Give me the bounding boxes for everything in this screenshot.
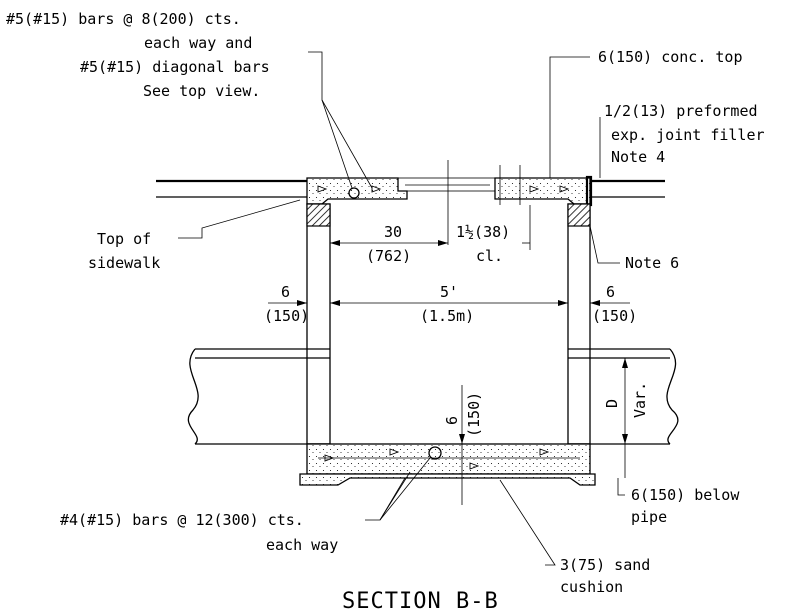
bottom-rebar-line2: each way <box>266 536 338 554</box>
top-of-sidewalk-line1: Top of <box>97 230 151 248</box>
top-slab <box>306 175 593 207</box>
wall-left-metric: (150) <box>264 307 309 325</box>
joint-filler-line3: Note 4 <box>611 148 665 166</box>
bottom-rebar-line1: #4(#15) bars @ 12(300) cts. <box>60 511 304 529</box>
bottom-slab <box>299 443 596 486</box>
section-title: SECTION B-B <box>342 589 499 613</box>
top-rebar-line4: See top view. <box>143 82 260 100</box>
inside-width-metric: (1.5m) <box>420 307 474 325</box>
sand-cushion-line1: 3(75) sand <box>560 556 650 574</box>
joint-filler-line2: exp. joint filler <box>611 126 765 144</box>
pipe-dia-var: Var. <box>631 382 649 418</box>
joint-filler-line1: 1/2(13) preformed <box>604 102 758 120</box>
slab-bottom-dimension: 6 (150) <box>443 392 483 437</box>
note6-label: Note 6 <box>625 254 679 272</box>
top-rebar-line2: each way and <box>144 34 252 52</box>
top-rebar-line1: #5(#15) bars @ 8(200) cts. <box>6 10 241 28</box>
conc-top-label: 6(150) conc. top <box>598 48 743 66</box>
pipes <box>187 348 679 445</box>
slab-bottom-metric: (150) <box>465 392 483 437</box>
below-pipe-line2: pipe <box>631 508 667 526</box>
rebar-marks <box>317 185 570 470</box>
sand-cushion-line2: cushion <box>560 578 623 596</box>
wall-right-metric: (150) <box>592 307 637 325</box>
slab-bottom-value: 6 <box>443 416 461 425</box>
below-pipe-line1: 6(150) below <box>631 486 740 504</box>
dimension-lines <box>268 160 630 505</box>
wall-right-value: 6 <box>606 283 615 301</box>
sidewalk-lines <box>156 179 665 198</box>
pipe-diameter-dimension: D Var. <box>603 382 649 418</box>
top-rebar-line3: #5(#15) diagonal bars <box>80 58 270 76</box>
opening-width-value: 30 <box>384 223 402 241</box>
opening-width-metric: (762) <box>366 247 411 265</box>
clearance-value: 1½(38) <box>456 223 510 241</box>
pipe-dia-symbol: D <box>603 399 621 408</box>
inside-width-value: 5' <box>440 283 458 301</box>
top-of-sidewalk-line2: sidewalk <box>88 254 160 272</box>
clearance-label: cl. <box>476 247 503 265</box>
leader-lines <box>178 51 625 566</box>
wall-left-value: 6 <box>281 283 290 301</box>
